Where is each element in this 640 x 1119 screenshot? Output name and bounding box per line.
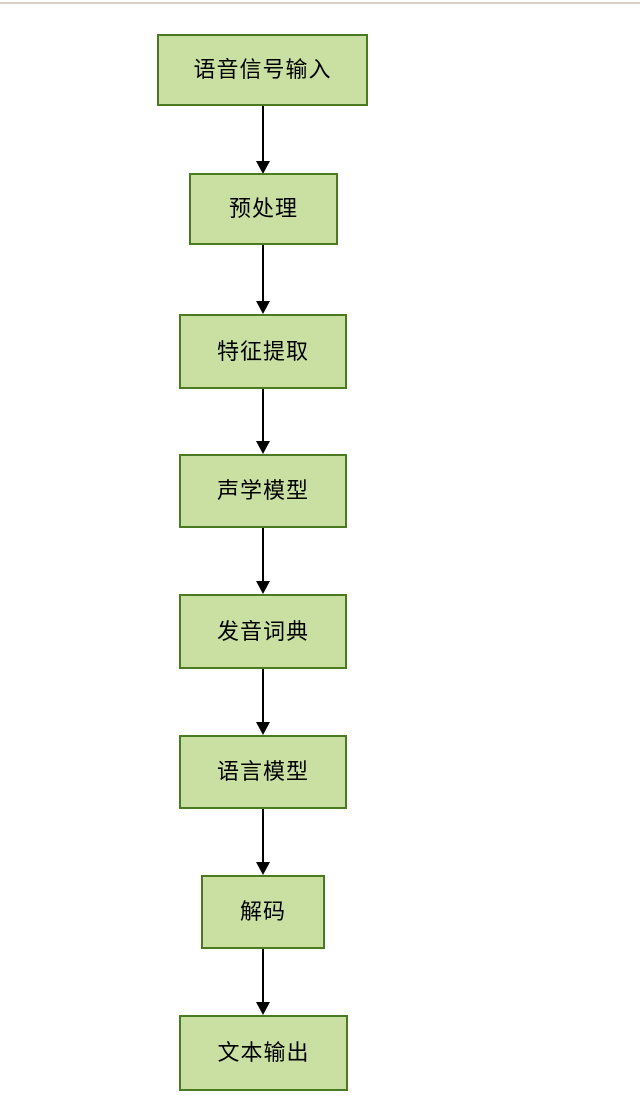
arrow-head <box>256 301 270 314</box>
flow-node-language-model[interactable]: 语言模型 <box>179 735 347 809</box>
flow-node-label: 语言模型 <box>216 759 309 784</box>
arrow-stem <box>262 245 264 303</box>
arrow-down-icon <box>251 245 275 314</box>
flow-node-pronunciation-dictionary[interactable]: 发音词典 <box>179 594 347 669</box>
flow-node-preprocessing[interactable]: 预处理 <box>189 173 338 245</box>
arrow-down-icon <box>251 528 275 594</box>
flow-node-decoding[interactable]: 解码 <box>201 875 325 949</box>
arrow-stem <box>262 809 264 864</box>
arrow-head <box>256 1002 270 1015</box>
arrow-head <box>256 862 270 875</box>
flow-node-label: 发音词典 <box>216 618 309 644</box>
arrow-head <box>256 441 270 454</box>
arrow-down-icon <box>251 389 275 454</box>
flow-node-label: 声学模型 <box>216 478 309 503</box>
arrow-down-icon <box>251 809 275 875</box>
arrow-head <box>256 581 270 594</box>
flow-node-speech-signal-input[interactable]: 语音信号输入 <box>157 34 368 106</box>
page-top-divider <box>0 2 640 4</box>
arrow-down-icon <box>251 669 275 735</box>
arrow-head <box>256 722 270 735</box>
arrow-head <box>256 161 270 174</box>
arrow-down-icon <box>251 949 275 1015</box>
arrow-stem <box>262 528 264 583</box>
flow-node-text-output[interactable]: 文本输出 <box>179 1015 348 1091</box>
arrow-stem <box>262 669 264 724</box>
flow-node-feature-extraction[interactable]: 特征提取 <box>179 314 347 389</box>
flow-node-label: 语音信号输入 <box>193 57 332 82</box>
flow-node-acoustic-model[interactable]: 声学模型 <box>179 454 347 528</box>
arrow-stem <box>262 389 264 443</box>
flow-node-label: 预处理 <box>228 196 298 221</box>
flow-node-label: 特征提取 <box>216 338 309 364</box>
arrow-stem <box>262 106 264 163</box>
arrow-down-icon <box>251 106 275 174</box>
arrow-stem <box>262 949 264 1004</box>
flow-node-label: 解码 <box>239 899 286 924</box>
flow-node-label: 文本输出 <box>217 1040 310 1065</box>
